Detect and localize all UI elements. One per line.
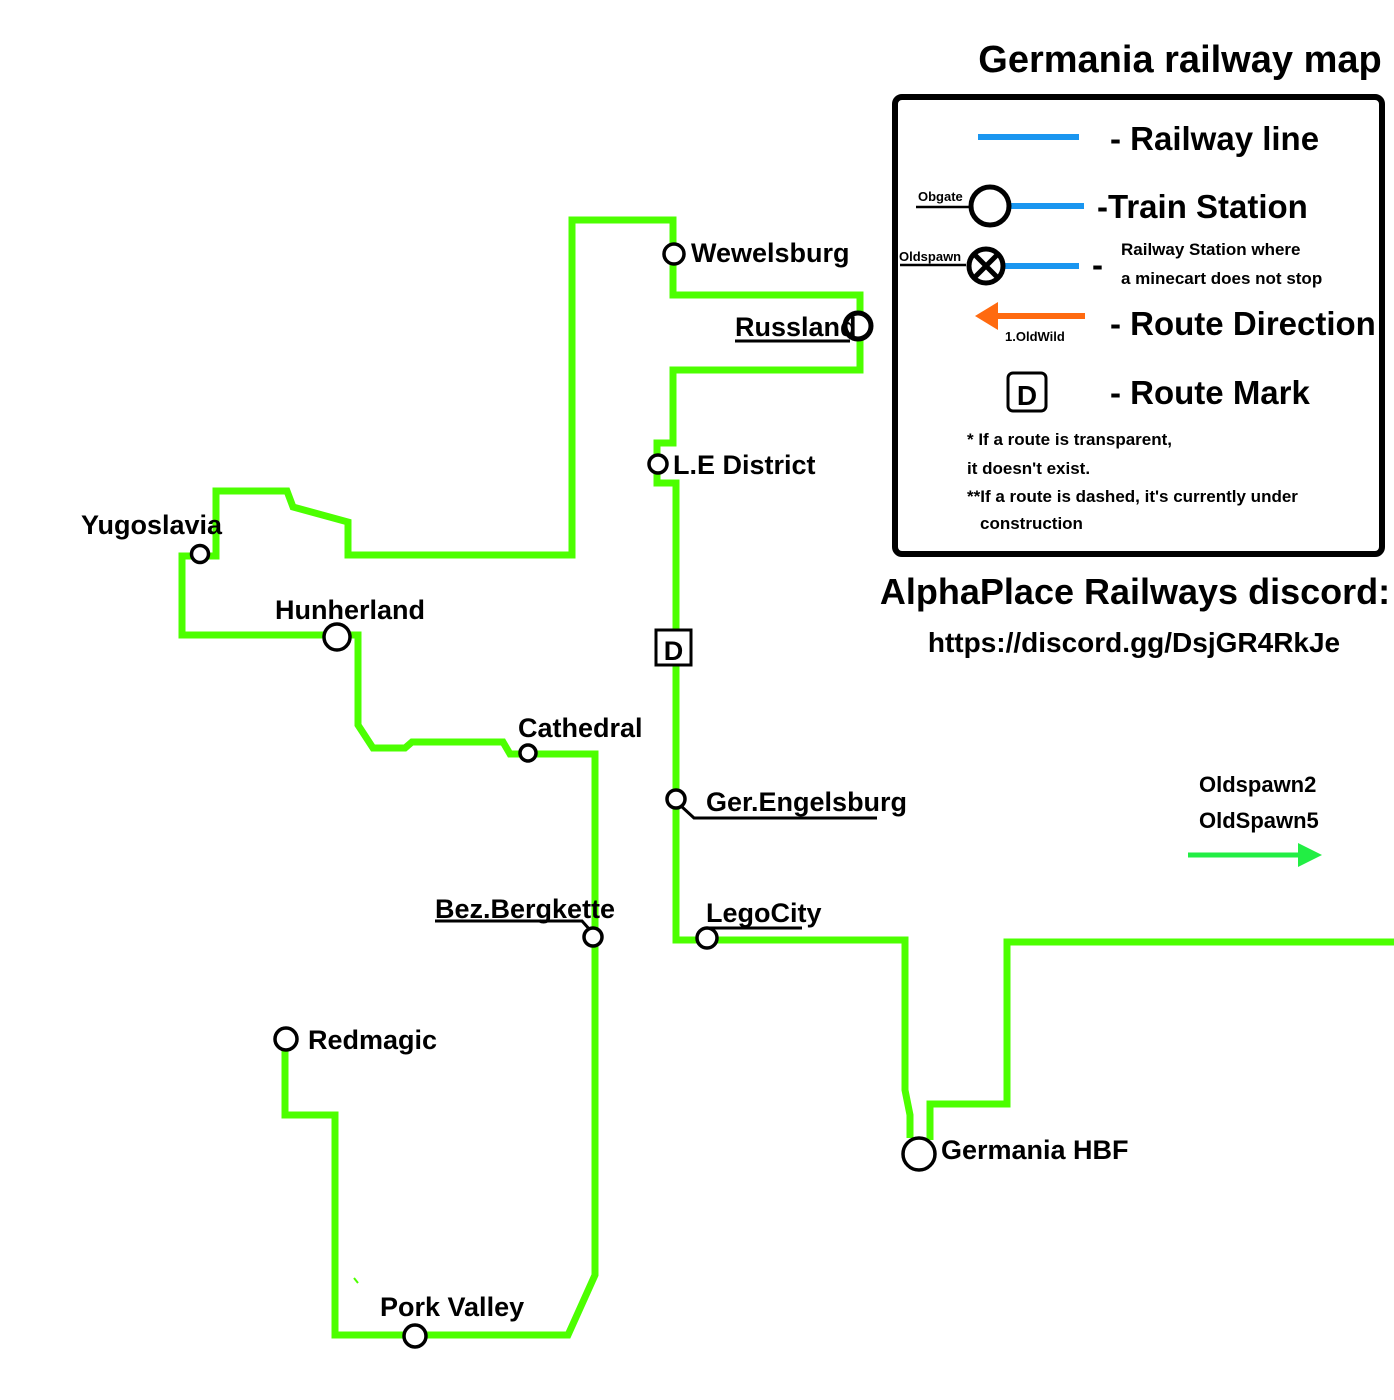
- station-labels: Wewelsburg Russland L.E District Yugosla…: [81, 238, 1129, 1322]
- station-marker-legocity[interactable]: [695, 926, 719, 950]
- station-label-yugoslavia: Yugoslavia: [81, 510, 223, 540]
- route-lines: [178, 216, 1394, 1339]
- station-label-germania-hbf: Germania HBF: [941, 1135, 1129, 1165]
- label-underlines: [435, 339, 877, 931]
- route-segment-north[interactable]: [200, 216, 864, 560]
- legend-direction-example: 1.OldWild: [1005, 329, 1065, 344]
- legend-note2-line1: **If a route is dashed, it's currently u…: [967, 487, 1298, 506]
- station-label-hunherland: Hunherland: [275, 595, 425, 625]
- station-marker-cathedral[interactable]: [518, 743, 538, 763]
- legend-nonstop-dash: -: [1092, 246, 1103, 283]
- map-title: Germania railway map: [978, 39, 1381, 81]
- route-segment-russland-south[interactable]: [653, 330, 914, 1138]
- stations: [189, 242, 937, 1349]
- discord-link[interactable]: https://discord.gg/DsjGR4RkJe: [928, 627, 1340, 658]
- station-label-wewelsburg: Wewelsburg: [691, 238, 850, 268]
- station-label-redmagic: Redmagic: [308, 1025, 437, 1055]
- station-label-bez-bergkette: Bez.Bergkette: [435, 894, 615, 924]
- station-marker-hunherland[interactable]: [322, 622, 352, 652]
- outgoing-destination-2: OldSpawn5: [1199, 808, 1319, 833]
- station-label-ger-engelsburg: Ger.Engelsburg: [706, 787, 907, 817]
- station-marker-pork-valley[interactable]: [402, 1323, 428, 1349]
- station-marker-redmagic[interactable]: [273, 1026, 299, 1052]
- arrow-right-icon: [1188, 843, 1322, 867]
- station-label-pork-valley: Pork Valley: [380, 1292, 524, 1322]
- station-marker-russland[interactable]: [842, 310, 874, 342]
- route-segment-redmagic-porkvalley[interactable]: [281, 1040, 415, 1339]
- legend-note2-line2: construction: [980, 514, 1083, 533]
- station-marker-bez-bergkette[interactable]: [582, 926, 604, 948]
- legend-nonstop-example: Oldspawn: [899, 249, 961, 264]
- stray-mark: [353, 1277, 359, 1284]
- station-label-russland: Russland: [735, 312, 857, 342]
- legend-route-mark-label: - Route Mark: [1110, 374, 1311, 411]
- station-label-le-district: L.E District: [673, 450, 816, 480]
- arrow-left-icon: [975, 302, 1085, 330]
- legend-route-mark-icon: [1006, 371, 1048, 413]
- station-marker-yugoslavia[interactable]: [189, 543, 211, 565]
- route-mark-letter: D: [664, 636, 684, 666]
- legend-note1-line1: * If a route is transparent,: [967, 430, 1172, 449]
- legend-box: - Railway line Obgate -Train Station Old…: [892, 94, 1385, 557]
- legend-station-icon: [968, 184, 1012, 228]
- station-label-legocity: LegoCity: [706, 898, 822, 928]
- legend-station-example: Obgate: [918, 189, 963, 204]
- station-marker-wewelsburg[interactable]: [662, 242, 686, 266]
- station-marker-le-district[interactable]: [647, 453, 669, 475]
- station-label-cathedral: Cathedral: [518, 713, 643, 743]
- legend-railway-line-label: - Railway line: [1110, 120, 1319, 157]
- legend-nonstop-station-icon: [966, 246, 1006, 286]
- legend-nonstop-label-line1: Railway Station where: [1121, 240, 1301, 259]
- station-marker-ger-engelsburg[interactable]: [665, 788, 687, 810]
- route-segment-hunherland-cathedral[interactable]: [337, 631, 599, 1339]
- legend-direction-label: - Route Direction: [1110, 305, 1376, 342]
- discord-heading: AlphaPlace Railways discord:: [880, 571, 1390, 612]
- legend-station-label: -Train Station: [1097, 188, 1308, 225]
- outgoing-destination-1: Oldspawn2: [1199, 772, 1316, 797]
- station-marker-germania-hbf[interactable]: [901, 1136, 937, 1172]
- legend-note1-line2: it doesn't exist.: [967, 459, 1090, 478]
- legend-route-mark-letter: D: [1017, 380, 1037, 411]
- route-mark-d[interactable]: D: [654, 628, 693, 667]
- route-segment-hbf-east[interactable]: [926, 938, 1394, 1140]
- legend-nonstop-label-line2: a minecart does not stop: [1121, 269, 1322, 288]
